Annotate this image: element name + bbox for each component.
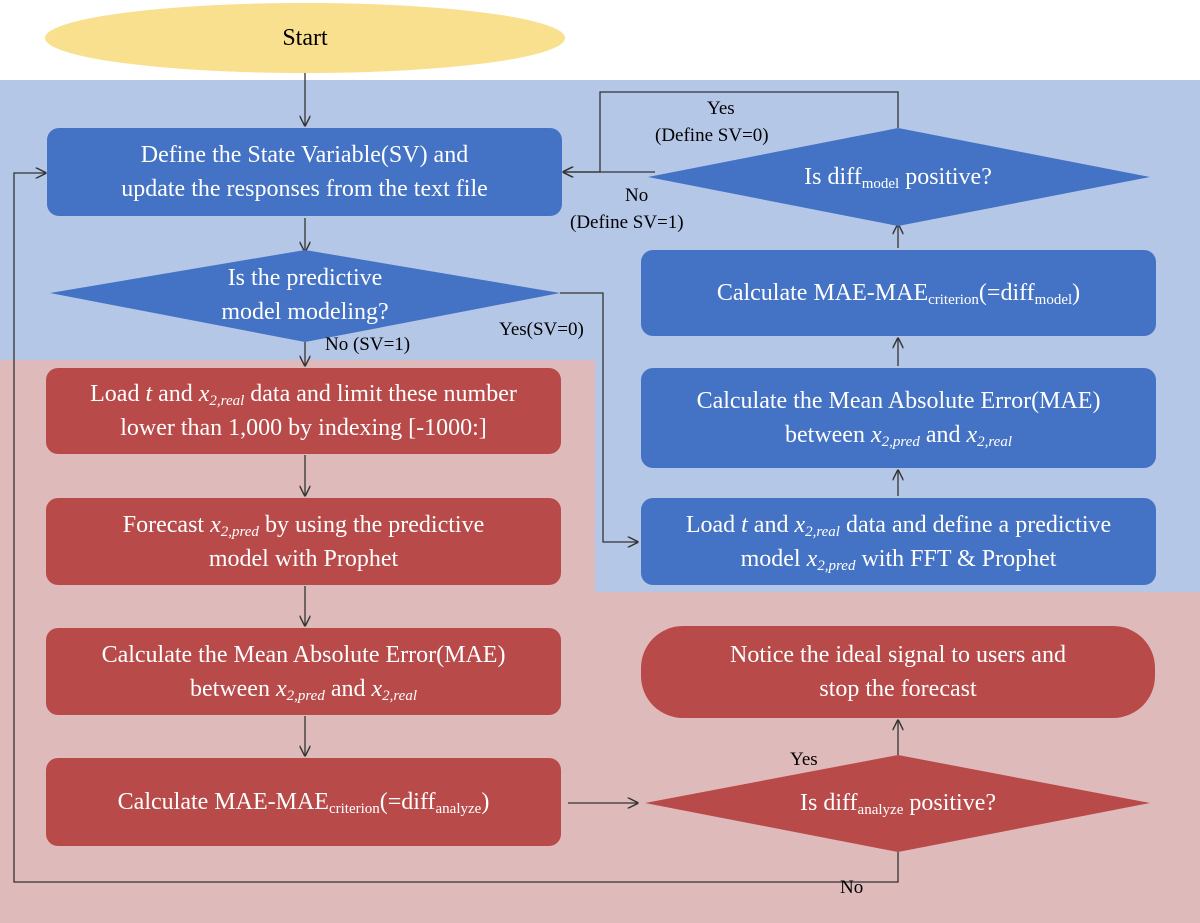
arrow-no-loop-back (13, 173, 899, 883)
label-no-top: No (625, 185, 649, 206)
notice-line2: stop the forecast (819, 676, 977, 702)
decision-diff-model-text: Is diffmodel positive? (804, 164, 992, 192)
decision-predictive-line2: model modeling? (221, 299, 389, 325)
load-limit-line1: Load t and x2,real data and limit these … (90, 381, 517, 409)
define-sv-node: Define the State Variable(SV) and update… (47, 128, 562, 216)
notice-line1: Notice the ideal signal to users and (730, 642, 1066, 668)
diff-model-calc-text: Calculate MAE-MAEcriterion(=diffmodel) (716, 280, 1081, 308)
load-define-node: Load t and x2,real data and define a pre… (641, 498, 1156, 585)
label-define-sv0: (Define SV=0) (655, 125, 769, 146)
define-sv-line2: update the responses from the text file (121, 176, 488, 202)
load-limit-line2: lower than 1,000 by indexing [-1000:] (120, 415, 487, 441)
forecast-line1: Forecast x2,pred by using the predictive (122, 511, 485, 540)
load-define-line1: Load t and x2,real data and define a pre… (685, 511, 1112, 540)
decision-diff-analyze-text: Is diffanalyze positive? (799, 790, 997, 818)
diff-analyze-calc-node: Calculate MAE-MAEcriterion(=diffanalyze) (46, 758, 561, 846)
mae-left-node: Calculate the Mean Absolute Error(MAE) b… (46, 628, 561, 715)
diff-analyze-calc-text: Calculate MAE-MAEcriterion(=diffanalyze) (117, 789, 490, 817)
mae-right-line1: Calculate the Mean Absolute Error(MAE) (696, 388, 1101, 414)
label-yes-top: Yes (707, 98, 735, 119)
label-define-sv1: (Define SV=1) (570, 212, 684, 233)
start-node: Start (45, 3, 565, 73)
define-sv-line1: Define the State Variable(SV) and (140, 142, 469, 168)
load-limit-node: Load t and x2,real data and limit these … (46, 368, 561, 454)
label-no-bottom: No (840, 877, 864, 898)
decision-predictive-model-text: Is the predictive model modeling? (150, 260, 460, 330)
label-yes-bottom: Yes (790, 749, 818, 770)
forecast-line2: model with Prophet (208, 545, 399, 572)
decision-diff-model (648, 128, 1150, 226)
notice-node: Notice the ideal signal to users and sto… (641, 626, 1155, 718)
decision-predictive-model (50, 250, 560, 342)
mae-left-line1: Calculate the Mean Absolute Error(MAE) (101, 641, 506, 668)
forecast-node: Forecast x2,pred by using the predictive… (46, 498, 561, 585)
load-define-line2: model x2,pred with FFT & Prophet (740, 545, 1057, 574)
mae-right-node: Calculate the Mean Absolute Error(MAE) b… (641, 368, 1156, 468)
mae-right-line2: between x2,pred and x2,real (785, 422, 1012, 450)
diff-model-calc-node: Calculate MAE-MAEcriterion(=diffmodel) (641, 250, 1156, 336)
arrow-yes-sv0 (560, 292, 638, 542)
decision-predictive-line1: Is the predictive (227, 265, 383, 291)
decision-diff-analyze (645, 755, 1150, 852)
label-yes-sv0: Yes(SV=0) (499, 319, 584, 340)
start-label: Start (282, 25, 328, 51)
label-no-sv1: No (SV=1) (325, 334, 411, 355)
mae-left-line2: between x2,pred and x2,real (190, 675, 417, 704)
